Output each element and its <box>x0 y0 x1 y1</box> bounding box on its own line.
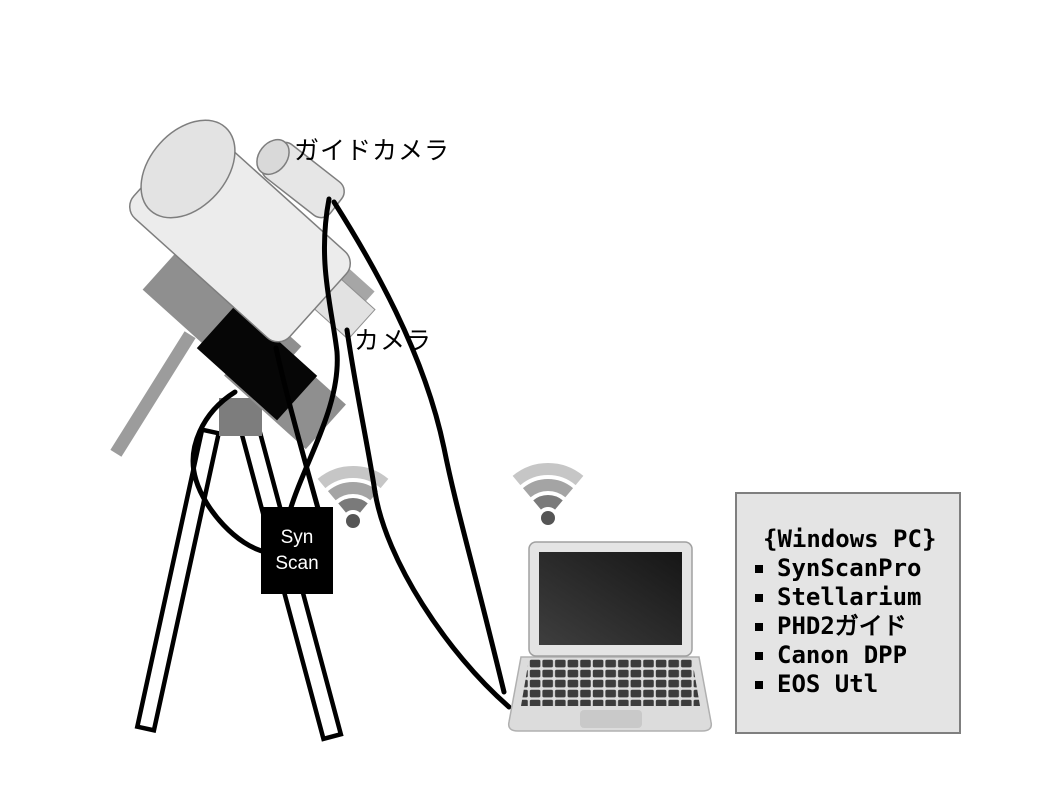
guide-camera-label: ガイドカメラ <box>294 136 451 165</box>
software-item-stellarium: Stellarium <box>755 583 959 612</box>
laptop-screen <box>539 552 682 645</box>
wifi-icon <box>317 466 389 528</box>
cable-mount-coil-to-synscan <box>190 389 269 555</box>
synscan-label-line2: Scan <box>275 552 319 574</box>
laptop-trackpad <box>580 710 642 728</box>
synscan-controller: Syn Scan <box>261 507 333 594</box>
software-item-phd2guide: PHD2ガイド <box>755 612 959 641</box>
software-item-canon-dpp: Canon DPP <box>755 641 959 670</box>
counterweight-bar <box>110 331 196 457</box>
pc-panel-title: {Windows PC} <box>763 525 937 553</box>
laptop-icon <box>507 541 713 732</box>
tripod-leg-left <box>134 427 222 733</box>
mount-pier <box>219 398 262 436</box>
synscan-label-line1: Syn <box>280 526 314 548</box>
software-item-eos-utl: EOS Utl <box>755 670 959 699</box>
cable-guidecamera-to-laptop <box>331 199 507 695</box>
guide-scope-front <box>256 138 290 176</box>
windows-pc-software-panel: {Windows PC} SynScanPro Stellarium PHD2ガ… <box>735 492 961 734</box>
wifi-icon <box>512 463 584 525</box>
cable-camera-to-laptop <box>344 327 512 710</box>
software-item-synscanpro: SynScanPro <box>755 554 959 583</box>
telescope-icon <box>129 119 351 343</box>
laptop-keyboard <box>521 659 700 706</box>
cables <box>190 196 512 710</box>
cable-mount-to-synscan <box>273 345 322 515</box>
telescope-front-opening <box>140 119 236 219</box>
camera-label: カメラ <box>354 326 433 355</box>
